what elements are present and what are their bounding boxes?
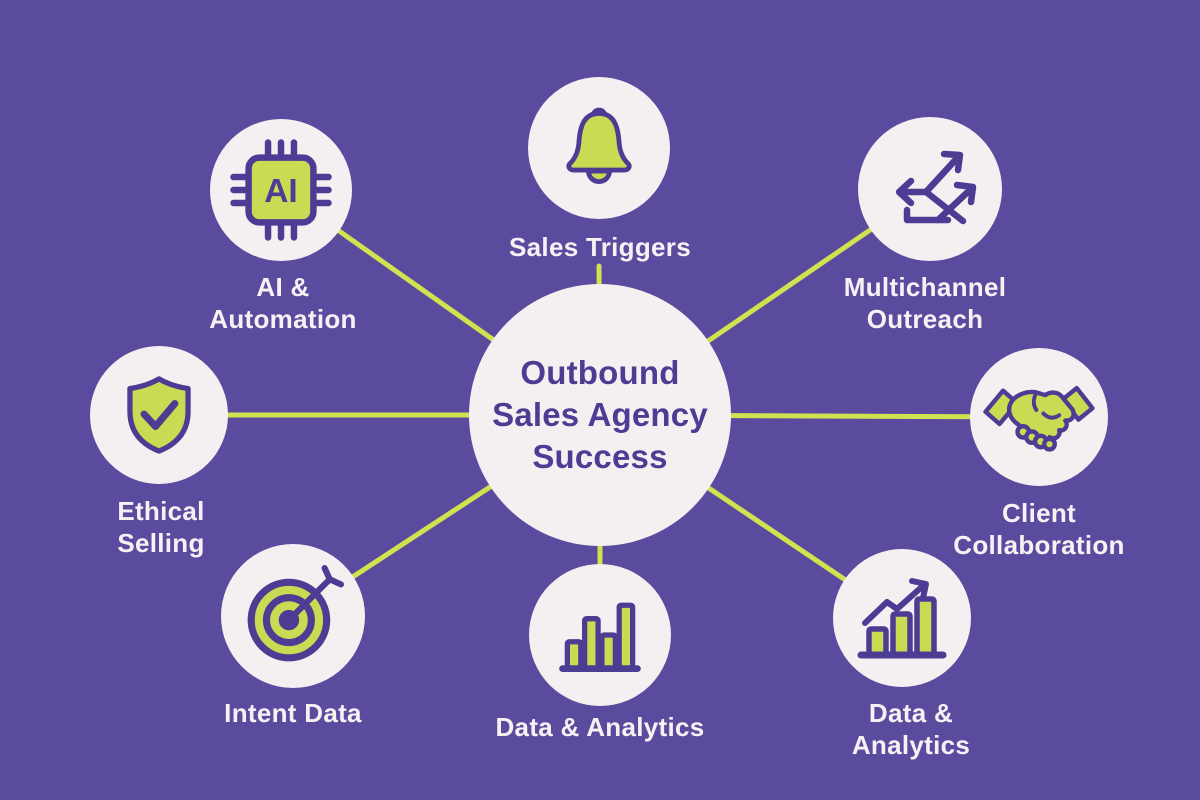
label-line: Automation bbox=[209, 303, 357, 334]
bar-chart-icon bbox=[559, 602, 641, 672]
node-label: Intent Data bbox=[143, 698, 443, 730]
center-title-line: Success bbox=[532, 438, 668, 476]
label-line: Sales Triggers bbox=[509, 232, 691, 262]
label-line: Outreach bbox=[866, 303, 984, 334]
node-circle bbox=[528, 77, 670, 219]
node-label: Sales Triggers bbox=[450, 232, 750, 264]
label-line: Collaboration bbox=[953, 529, 1125, 560]
node-label: Ethical Selling bbox=[36, 496, 286, 559]
node-label: Data & Analytics bbox=[425, 712, 775, 744]
label-line: Data & bbox=[868, 698, 954, 728]
node-circle: AI bbox=[210, 119, 352, 261]
node-circle bbox=[970, 348, 1108, 486]
node-label: AI & Automation bbox=[133, 272, 433, 335]
center-node: Outbound Sales Agency Success bbox=[469, 284, 731, 546]
ai-chip-icon: AI bbox=[230, 139, 332, 241]
shield-check-icon bbox=[127, 376, 191, 454]
label-line: Client bbox=[1001, 498, 1077, 528]
node-label: Multichannel Outreach bbox=[775, 272, 1075, 335]
label-line: Selling bbox=[117, 527, 205, 558]
node-circle bbox=[833, 549, 971, 687]
handshake-icon bbox=[983, 385, 1095, 452]
node-circle bbox=[90, 346, 228, 484]
label-line: Data & Analytics bbox=[495, 712, 705, 742]
node-label: Data & Analytics bbox=[761, 698, 1061, 761]
growth-chart-icon bbox=[857, 578, 947, 659]
chip-label: AI bbox=[264, 173, 297, 210]
label-line: Analytics bbox=[851, 729, 971, 760]
node-circle bbox=[858, 117, 1002, 261]
node-label: Client Collaboration bbox=[889, 498, 1189, 561]
center-title-line: Outbound bbox=[520, 353, 680, 391]
bell-icon bbox=[566, 107, 632, 184]
label-line: Ethical bbox=[117, 496, 205, 526]
branching-arrows-icon bbox=[895, 150, 977, 225]
center-title-line: Sales Agency bbox=[492, 395, 708, 433]
label-line: Intent Data bbox=[224, 698, 362, 728]
center-title: Outbound Sales Agency Success bbox=[492, 352, 708, 479]
node-circle bbox=[221, 544, 365, 688]
label-line: Multichannel bbox=[843, 272, 1007, 302]
node-circle bbox=[529, 564, 671, 706]
target-dart-icon bbox=[247, 565, 344, 662]
label-line: AI & bbox=[256, 272, 310, 302]
